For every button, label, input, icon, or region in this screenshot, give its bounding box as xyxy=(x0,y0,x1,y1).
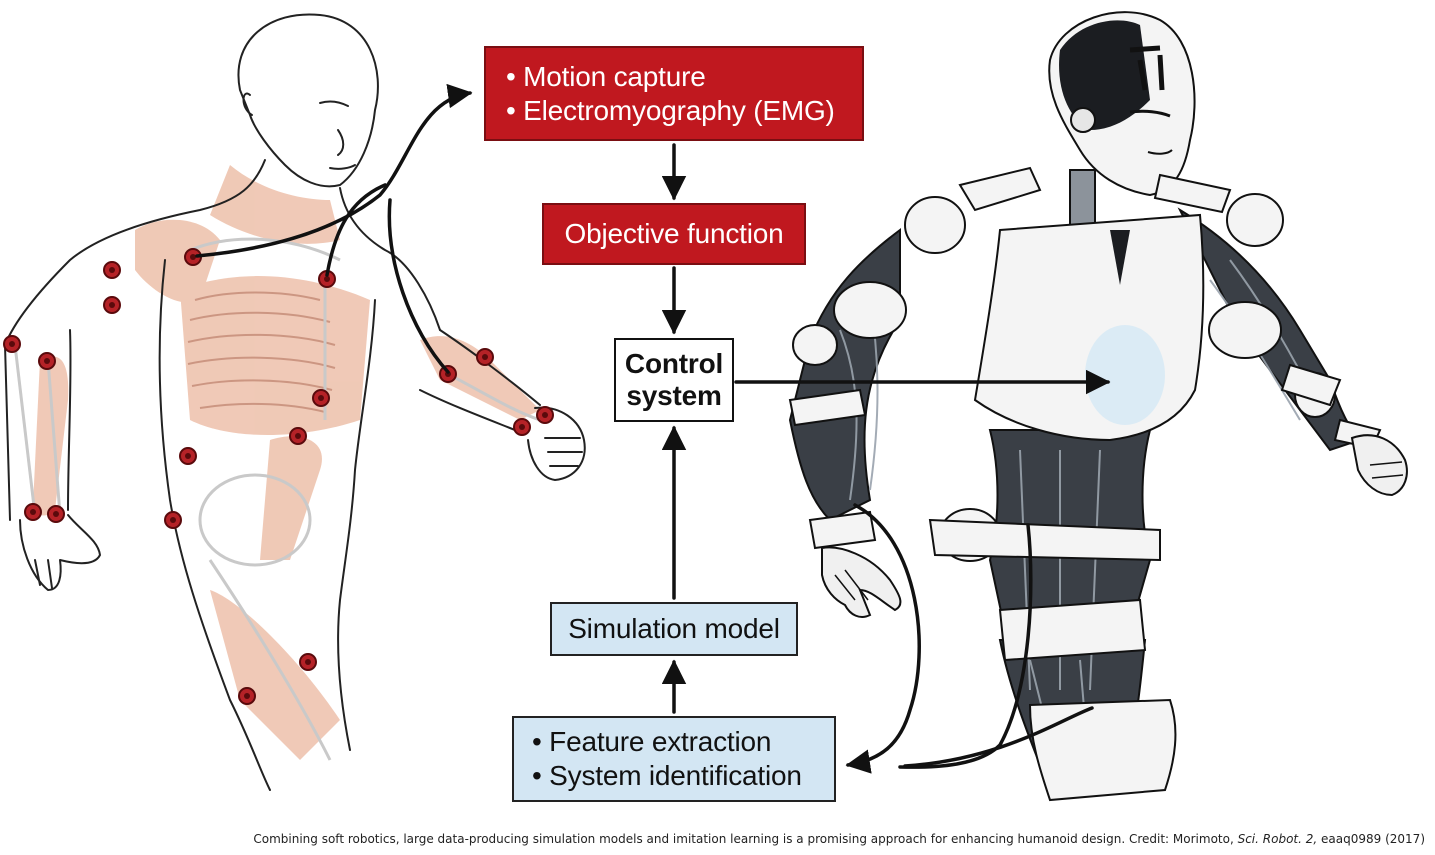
objective-function-box: Objective function xyxy=(542,203,806,265)
motion-capture-emg-box: • Motion capture • Electromyography (EMG… xyxy=(484,46,864,141)
caption-journal: Sci. Robot. 2, xyxy=(1237,832,1318,846)
simulation-model-label: Simulation model xyxy=(568,613,780,644)
control-system-box: Control system xyxy=(614,338,734,422)
caption-text: Combining soft robotics, large data-prod… xyxy=(253,832,1234,846)
system-identification-label: • System identification xyxy=(532,760,802,791)
figure-caption: Combining soft robotics, large data-prod… xyxy=(253,832,1425,846)
emg-label: • Electromyography (EMG) xyxy=(506,94,835,126)
caption-reference: eaaq0989 (2017) xyxy=(1321,832,1425,846)
robot-figure xyxy=(788,11,1408,802)
simulation-model-box: Simulation model xyxy=(550,602,798,656)
connectors xyxy=(195,83,1111,774)
motion-capture-label: • Motion capture xyxy=(506,60,706,92)
feature-system-id-box: • Feature extraction • System identifica… xyxy=(512,716,836,802)
feature-extraction-label: • Feature extraction xyxy=(532,726,772,757)
human-figure xyxy=(3,13,586,791)
objective-function-label: Objective function xyxy=(564,218,784,249)
control-system-label-line2: system xyxy=(626,380,722,411)
control-system-label-line1: Control xyxy=(624,348,724,379)
